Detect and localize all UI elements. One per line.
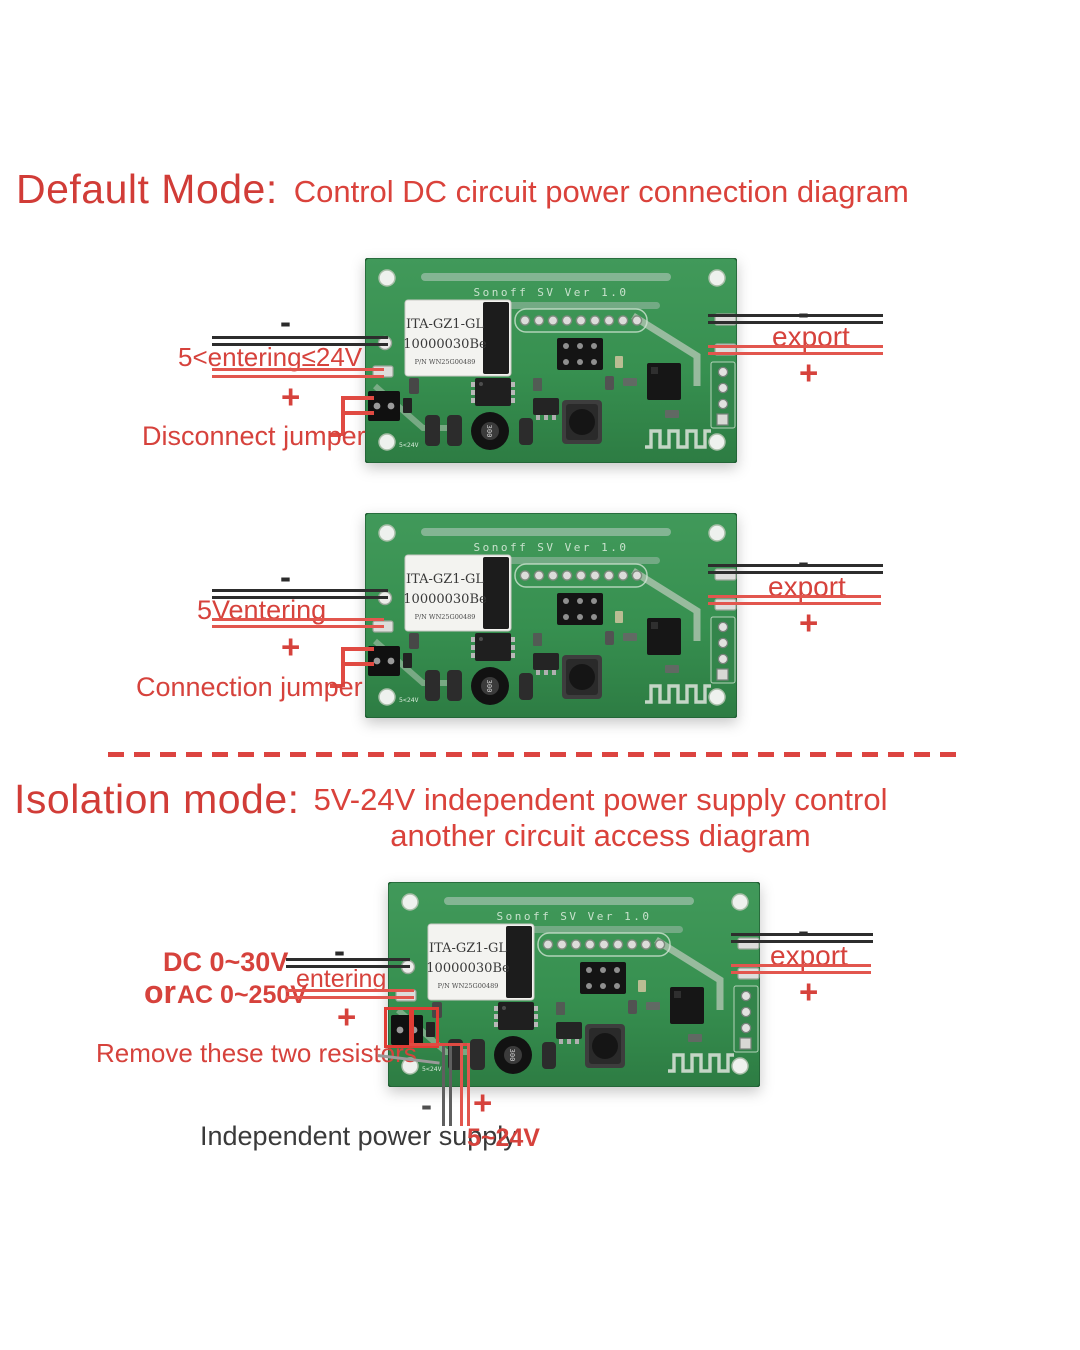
d1-input-wire-positive [212,368,384,378]
d2-bracket-line-vertical [341,647,345,687]
default-mode-title: Default Mode: Control DC circuit power c… [16,166,909,213]
d3-ps-range: 5~24V [467,1124,540,1152]
d1-input-plus: + [281,378,301,415]
d3-source-dc: DC 0~30V [163,947,289,977]
d1-bracket-line-bottom [341,411,374,415]
d3-output-minus: - [798,912,809,949]
d3-output-plus: + [799,973,819,1010]
d3-input-wire-negative [286,958,410,968]
d3-resistor-highlight-1 [384,1007,414,1048]
d1-bracket-line-vertical [341,396,345,436]
d2-jumper-label: Connection jumper [136,672,363,702]
d1-input-minus: - [280,303,291,340]
d3-input-label: entering [296,965,387,993]
d2-output-wire-positive [708,595,881,605]
section-divider [108,752,966,757]
d3-ps-wire-positive [460,1043,470,1126]
d2-bracket-dash [330,684,341,688]
d3-output-wire-negative [731,933,873,943]
isolation-mode-label: Isolation mode: [14,776,300,822]
d1-bracket-dash [330,433,341,437]
d1-output-wire-negative [708,314,883,324]
d3-input-plus: + [337,998,357,1035]
d2-output-wire-negative [708,564,883,574]
d1-jumper-label: Disconnect jumper [142,421,366,451]
d3-output-wire-positive [731,964,871,974]
d3-ps-red-link [409,1043,467,1047]
pcb-board-1 [365,258,737,463]
d2-input-minus: - [280,558,291,595]
d2-input-wire-negative [212,589,388,599]
d2-bracket-line-top [341,647,374,651]
d1-output-minus: - [798,294,809,331]
d1-output-wire-positive [708,345,883,355]
d1-output-plus: + [799,354,819,391]
d3-ps-plus: + [473,1084,493,1121]
d1-input-wire-negative [212,336,388,346]
d3-resistor-note: Remove these two resistors. [96,1038,425,1068]
default-mode-desc: Control DC circuit power connection diag… [293,174,909,209]
d3-ps-wire-negative [442,1046,452,1126]
d3-ps-minus: - [421,1086,432,1123]
isolation-mode-desc-line1: 5V-24V independent power supply control [313,782,888,817]
default-mode-label: Default Mode: [16,166,278,212]
d2-output-minus: - [798,543,809,580]
d2-output-plus: + [799,604,819,641]
d3-resistor-highlight-2 [409,1007,439,1048]
d3-input-wire-positive [286,989,414,999]
isolation-mode-title: Isolation mode: 5V-24V independent power… [14,776,887,854]
d2-input-plus: + [281,628,301,665]
d3-input-minus: - [334,932,345,969]
d2-bracket-line-bottom [341,662,374,666]
d2-input-wire-positive [212,618,384,628]
d3-ps-label: Independent power supply [200,1121,517,1151]
d1-bracket-line-top [341,396,374,400]
d3-source-ac: AC 0~250V [177,981,307,1009]
pcb-board-2 [365,513,737,718]
d3-source-or: or [144,974,176,1010]
isolation-mode-desc-line2: another circuit access diagram [390,818,811,853]
d1-input-label: 5<entering≤24V [178,342,363,372]
